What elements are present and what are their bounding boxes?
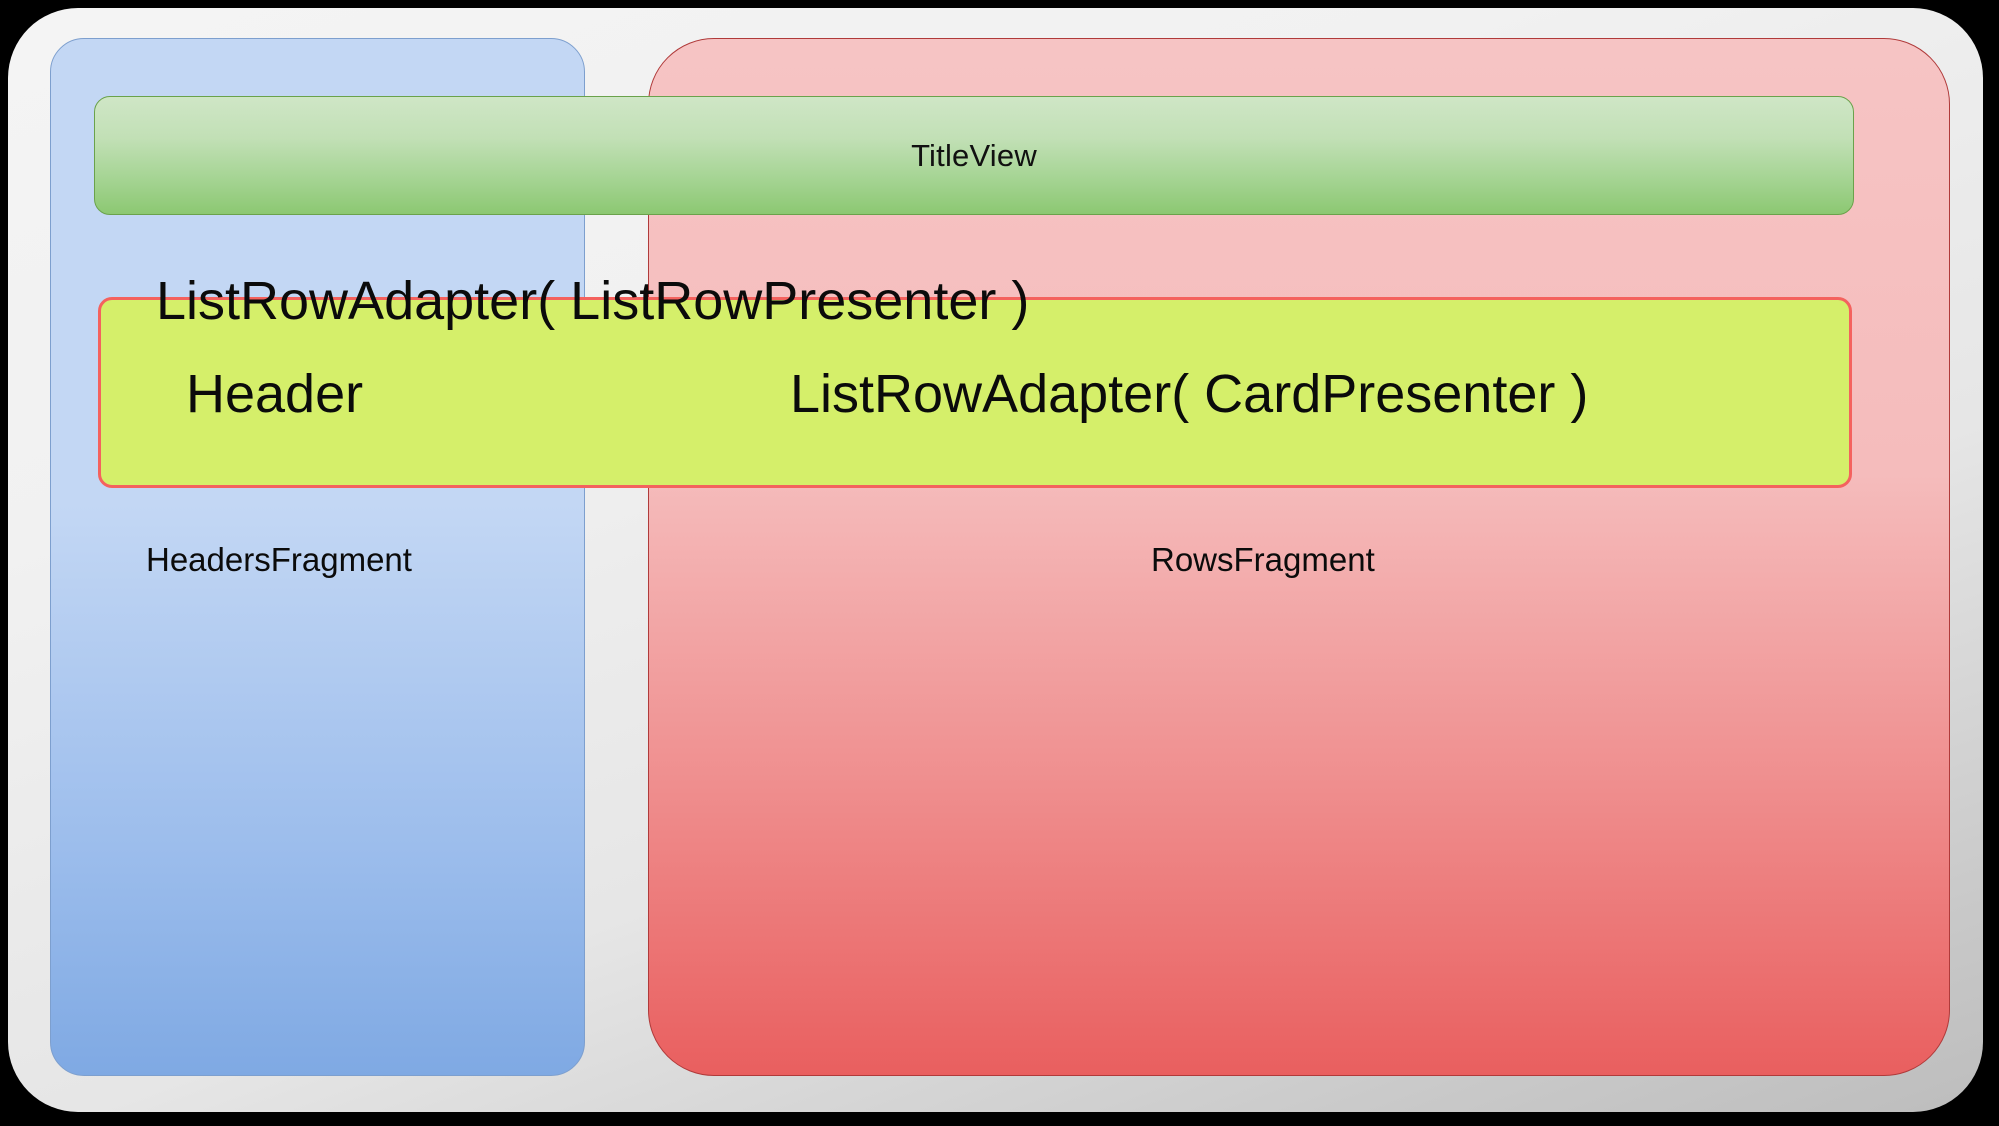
list-row-adapter-card-presenter-label: ListRowAdapter( CardPresenter ) [790,364,1589,424]
headers-fragment-label: HeadersFragment [146,541,412,578]
header-label: Header [186,364,364,424]
list-row-adapter-box[interactable] [98,297,1852,488]
title-view-bar[interactable]: TitleView [94,96,1854,215]
title-view-label: TitleView [911,137,1037,173]
list-row-adapter-list-row-presenter-label: ListRowAdapter( ListRowPresenter ) [156,271,1030,331]
rows-fragment-label: RowsFragment [1151,541,1375,578]
outer-container: TitleView ListRowAdapter( ListRowPresent… [8,8,1983,1112]
